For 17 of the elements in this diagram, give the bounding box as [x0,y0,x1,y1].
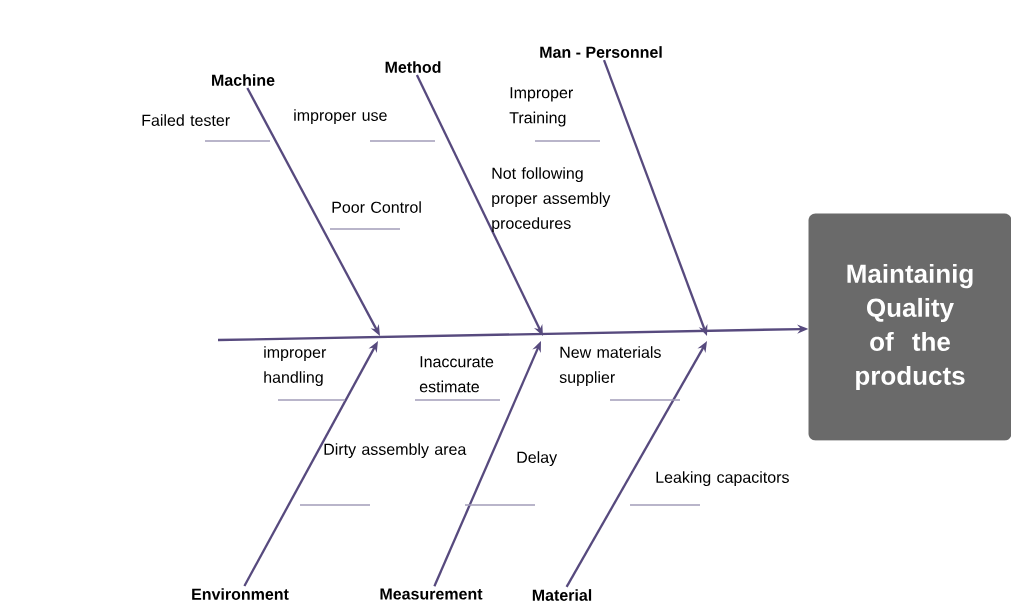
cause-label: Failed tester [142,114,271,142]
cause-label: Not following proper assembly procedures [492,167,611,233]
category-label: Measurement [380,588,483,600]
category-label: Man - Personnel [540,46,662,58]
cause-label: improper use [294,109,436,142]
category-label: Environment [192,588,289,600]
category-label: Method [385,61,441,73]
cause-label: Improper Training [509,87,601,142]
cause-label: Inaccurate estimate [414,356,501,401]
category-label: Material [532,589,592,601]
cause-label: New materials supplier [559,346,681,401]
cause-label: Leaking capacitors [629,471,789,506]
category-label: Machine [212,74,275,86]
cause-label: Dirty assembly area [299,443,467,506]
cause-label: improper handling [264,346,346,401]
effect-box: Maintainig Quality of the products [808,213,1011,441]
cause-label: Poor Control [329,201,421,230]
